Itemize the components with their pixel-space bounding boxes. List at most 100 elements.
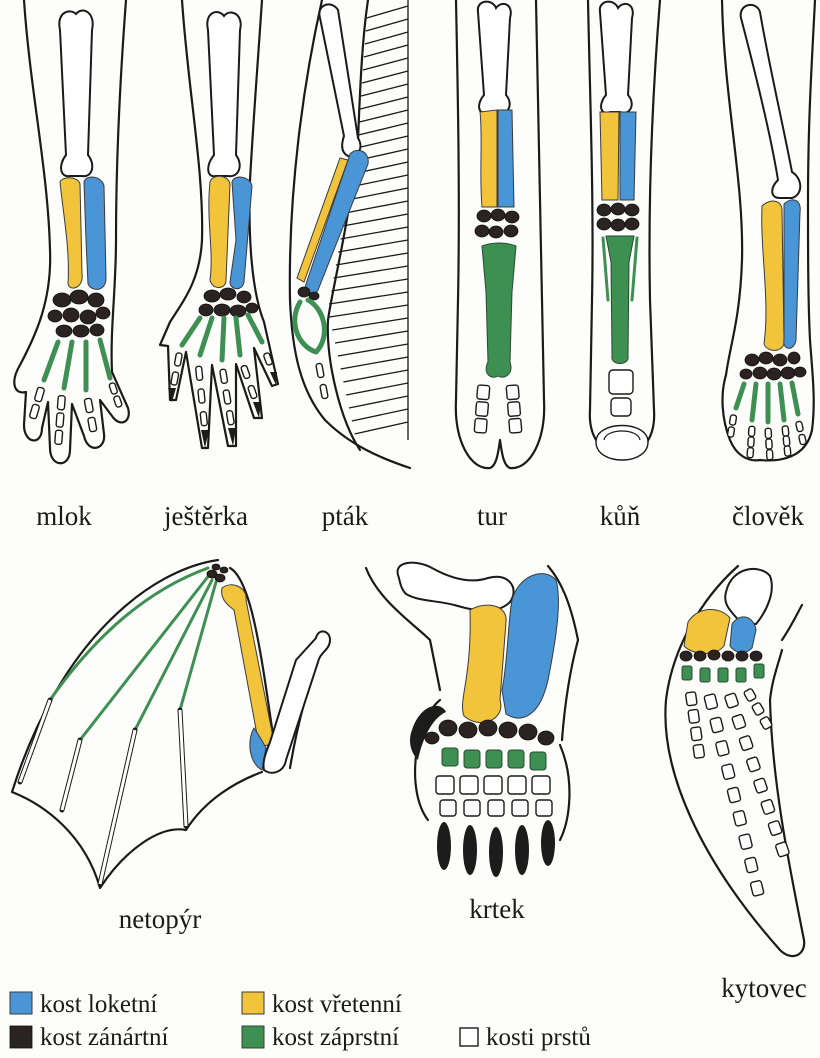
clovek-phalanx: [798, 434, 806, 445]
kytovec-phalanx: [685, 692, 697, 706]
krtek-claw: [437, 822, 451, 870]
jesterka-metacarpal: [236, 318, 240, 355]
mlok-ulna: [84, 177, 106, 289]
kun-humerus: [600, 2, 633, 113]
kytovec-phalanx: [768, 820, 783, 836]
label-clovek: člověk: [732, 501, 804, 531]
kytovec-phalanx: [746, 756, 761, 772]
kytovec-phalanx: [688, 709, 700, 723]
mlok-carpals: [48, 290, 110, 337]
ptak-limb: [290, 0, 410, 468]
clovek-carpal: [745, 354, 759, 366]
krtek-carpal: [479, 720, 497, 736]
jesterka-carpals: [199, 288, 258, 317]
clovek-carpal: [781, 367, 795, 379]
clovek-ulna: [784, 200, 800, 348]
tur-phalanx: [474, 418, 487, 433]
legend-swatch-carpal: [10, 1026, 32, 1048]
krtek-metacarpal: [508, 750, 524, 768]
kytovec-phalanx: [704, 694, 718, 710]
mlok-carpal: [56, 325, 72, 337]
jesterka-metacarpal: [222, 318, 224, 360]
jesterka-metacarpal: [182, 318, 200, 345]
mlok-humerus: [59, 11, 92, 177]
label-kun: kůň: [600, 501, 641, 531]
kytovec-metacarpal: [754, 664, 764, 678]
kytovec-phalanx: [751, 702, 764, 716]
kytovec-phalanx: [750, 880, 764, 896]
kytovec-phalanx: [693, 744, 705, 758]
mlok-phalanx: [56, 413, 64, 427]
kun-phalanx: [611, 398, 631, 416]
kytovec-phalanx: [710, 717, 724, 733]
tur-carpal: [491, 209, 505, 221]
mlok-metacarpal: [64, 342, 72, 388]
legend-label-phalanx: kosti prstů: [486, 1024, 591, 1051]
mlok-phalanx: [55, 430, 63, 444]
mlok-carpal: [48, 310, 62, 322]
label-ptak: pták: [322, 501, 369, 531]
jesterka-carpal: [237, 291, 251, 303]
jesterka-phalanx: [174, 353, 182, 367]
kytovec-phalanx: [753, 778, 768, 794]
krtek-phalanx: [488, 800, 504, 816]
tur-phalanx: [506, 385, 519, 400]
kun-phalanx: [609, 370, 633, 394]
mlok-phalanx: [29, 404, 40, 419]
kytovec-phalanx: [743, 688, 756, 702]
krtek-humerus: [398, 563, 514, 611]
clovek-humerus: [741, 5, 801, 198]
clovek-carpal: [759, 352, 773, 364]
kytovec-radius: [684, 609, 730, 653]
jesterka-carpal: [199, 304, 213, 316]
mlok-carpal: [73, 325, 89, 337]
netopyr-carpals: [207, 564, 228, 582]
netopyr-limb: [12, 560, 330, 888]
netopyr-radius: [222, 585, 273, 746]
ptak-carpal: [298, 287, 310, 297]
clovek-metacarpal: [780, 384, 784, 420]
jesterka-humerus: [207, 12, 240, 176]
kytovec-phalanx: [733, 810, 747, 826]
kytovec-phalanx: [715, 740, 729, 756]
krtek-phalanx: [460, 776, 478, 794]
tur-ulna: [498, 110, 514, 207]
kytovec-phalanx: [775, 841, 790, 857]
netopyr-humerus: [263, 631, 330, 772]
kun-carpal: [611, 219, 625, 231]
kytovec-phalanx: [721, 764, 735, 780]
legend: kost loketní kost vřetenní kost zánártní…: [10, 991, 591, 1051]
legend-label-metacarpal: kost záprstní: [272, 1024, 399, 1051]
krtek-carpal: [499, 722, 517, 738]
kytovec-carpal: [750, 651, 762, 661]
clovek-carpal: [767, 368, 781, 380]
kytovec-carpal: [694, 651, 706, 661]
mlok-phalanx: [57, 395, 65, 409]
kytovec-phalanx: [690, 727, 702, 741]
mlok-phalanx: [34, 387, 45, 402]
krtek-claw: [515, 825, 529, 875]
krtek-carpal: [439, 720, 457, 736]
kytovec-metacarpal: [736, 668, 746, 682]
krtek-claw: [541, 820, 555, 866]
kun-carpal: [625, 218, 639, 230]
tur-limb: [456, 0, 544, 468]
netopyr-metacarpal: [80, 574, 210, 740]
label-jesterka: ještěrka: [163, 501, 248, 531]
jesterka-phalanx: [241, 365, 251, 379]
clovek-carpal: [753, 367, 767, 379]
tur-carpal: [477, 210, 491, 222]
krtek-phalanx: [436, 776, 454, 794]
clovek-carpal: [788, 352, 800, 364]
clovek-metacarpal: [736, 384, 744, 408]
tur-carpal: [475, 225, 489, 237]
jesterka-phalanx: [248, 385, 258, 399]
tur-metacarpal: [482, 243, 516, 377]
kytovec-metacarpal: [700, 668, 710, 682]
krtek-radius: [462, 605, 506, 722]
mlok-carpal: [88, 293, 104, 307]
jesterka-carpal: [220, 288, 236, 300]
tur-phalanx: [509, 418, 522, 433]
krtek-phalanx: [464, 800, 480, 816]
